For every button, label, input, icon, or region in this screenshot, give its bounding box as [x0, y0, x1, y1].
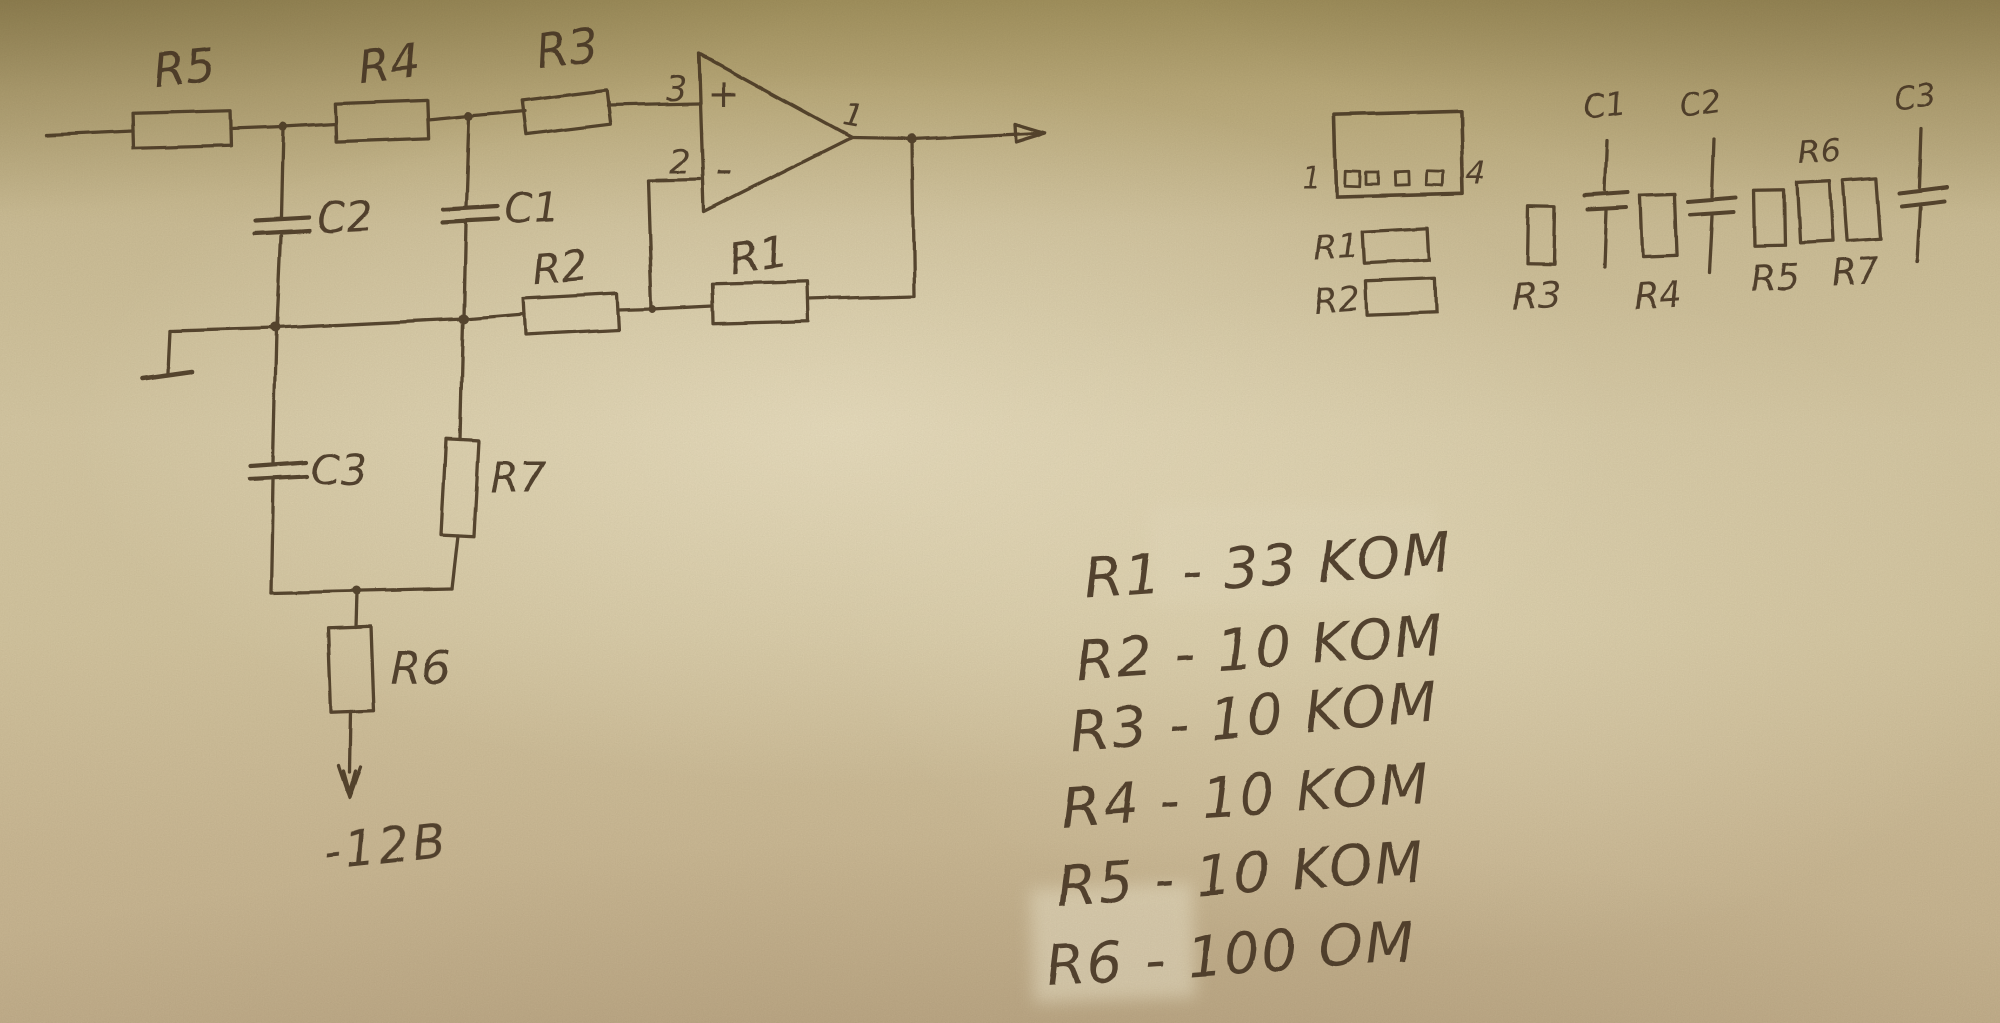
- wire-r2-rail: [462, 312, 526, 321]
- opamp-pin3-label: 3: [666, 69, 688, 109]
- ground-symbol: [139, 329, 195, 382]
- junction-dot: [278, 122, 288, 132]
- sketch-label-c3: C3: [1891, 75, 1940, 120]
- resistor-r7-symbol: [439, 437, 481, 539]
- resistor-r5-symbol: [130, 109, 234, 150]
- output-wire: [850, 131, 1044, 141]
- label-r6: R6: [390, 641, 451, 695]
- junction-dot: [649, 305, 657, 313]
- sketch-label-c1: C1: [1581, 83, 1629, 127]
- sketch-r7-body: [1841, 176, 1883, 243]
- input-wire: [46, 129, 135, 137]
- sketch-c1-body: [1583, 138, 1631, 268]
- sketch-r3-body: [1525, 204, 1557, 266]
- sketch-label-r4: R4: [1632, 274, 1683, 318]
- sketch-label-r7: R7: [1830, 250, 1881, 294]
- sketch-label-r5: R5: [1749, 257, 1799, 300]
- resistor-r1-symbol: [709, 280, 811, 325]
- label-r3: R3: [534, 17, 602, 79]
- capacitor-c3-symbol: [247, 328, 310, 595]
- label-r1: R1: [725, 226, 790, 285]
- sketch-label-r6: R6: [1797, 131, 1842, 172]
- junction-dot: [351, 586, 361, 596]
- junction-dot: [907, 134, 917, 144]
- sketch-r2-body: [1363, 277, 1439, 317]
- opamp-plus-sign: +: [707, 71, 739, 115]
- sketch-r5-body: [1752, 189, 1787, 248]
- resistor-r2-symbol: [521, 291, 621, 337]
- ic-pad: [1425, 169, 1445, 187]
- ic-pad: [1393, 170, 1411, 187]
- wire-rail-r7: [458, 318, 465, 442]
- sketch-label-c2: C2: [1677, 81, 1725, 125]
- label-r2: R2: [531, 241, 591, 295]
- capacitor-c1-symbol: [439, 115, 501, 320]
- sketch-label-r1: R1: [1312, 225, 1360, 268]
- schematic: + - 3 2 1: [46, 17, 1047, 881]
- label-c2: C2: [316, 192, 375, 244]
- resistor-r6-symbol: [326, 624, 376, 715]
- resistor-r4-symbol: [333, 98, 431, 144]
- opamp-symbol: + - 3 2 1: [666, 52, 867, 214]
- sketch-r4-body: [1639, 192, 1679, 260]
- ic-pad: [1343, 169, 1362, 188]
- wire-pin2-feedback: [646, 178, 702, 311]
- junction-dot: [270, 323, 280, 333]
- resistor-r3-symbol: [519, 88, 613, 136]
- wire-node-r6: [353, 590, 358, 629]
- ic-pin4-label: 4: [1466, 154, 1486, 192]
- sketch-label-r2: R2: [1313, 279, 1361, 322]
- label-r4: R4: [355, 34, 422, 94]
- feedback-wire: [806, 138, 916, 301]
- label-r7: R7: [490, 453, 546, 502]
- label-c1: C1: [503, 182, 562, 234]
- label-c3: C3: [311, 445, 367, 494]
- opamp-pin2-label: 2: [669, 143, 691, 183]
- sketch-label-r3: R3: [1511, 275, 1561, 318]
- junction-dot: [464, 111, 474, 121]
- wire-r6-supply: [348, 710, 353, 774]
- junction-dots: [270, 111, 917, 596]
- bottom-link-wire: [269, 587, 454, 595]
- ic-sketch: 1 4: [1301, 109, 1486, 199]
- ic-pad: [1364, 170, 1380, 186]
- wire-r2-r1: [616, 304, 714, 312]
- wire-r4-r3: [426, 109, 526, 122]
- sketch-r1-body: [1360, 226, 1432, 266]
- layout-sketch: 1 4: [1301, 75, 1948, 323]
- supply-voltage-label: -12B: [320, 812, 452, 881]
- sketch-c3-body: [1898, 127, 1948, 263]
- opamp-minus-sign: -: [715, 143, 732, 197]
- parts-list-item: R4 - 10 KOM: [1059, 751, 1432, 842]
- label-r5: R5: [151, 38, 218, 98]
- sketch-r6-body: [1794, 179, 1835, 245]
- sketch-c2-body: [1686, 137, 1738, 275]
- capacitor-c2-symbol: [252, 126, 313, 329]
- wire-r7-node: [450, 534, 460, 591]
- ground-rail: [168, 317, 466, 333]
- parts-list-item: R5 - 10 KOM: [1054, 829, 1427, 920]
- junction-dot: [459, 314, 469, 324]
- ic-pin1-label: 1: [1301, 161, 1320, 196]
- opamp-pin1-label: 1: [840, 95, 867, 136]
